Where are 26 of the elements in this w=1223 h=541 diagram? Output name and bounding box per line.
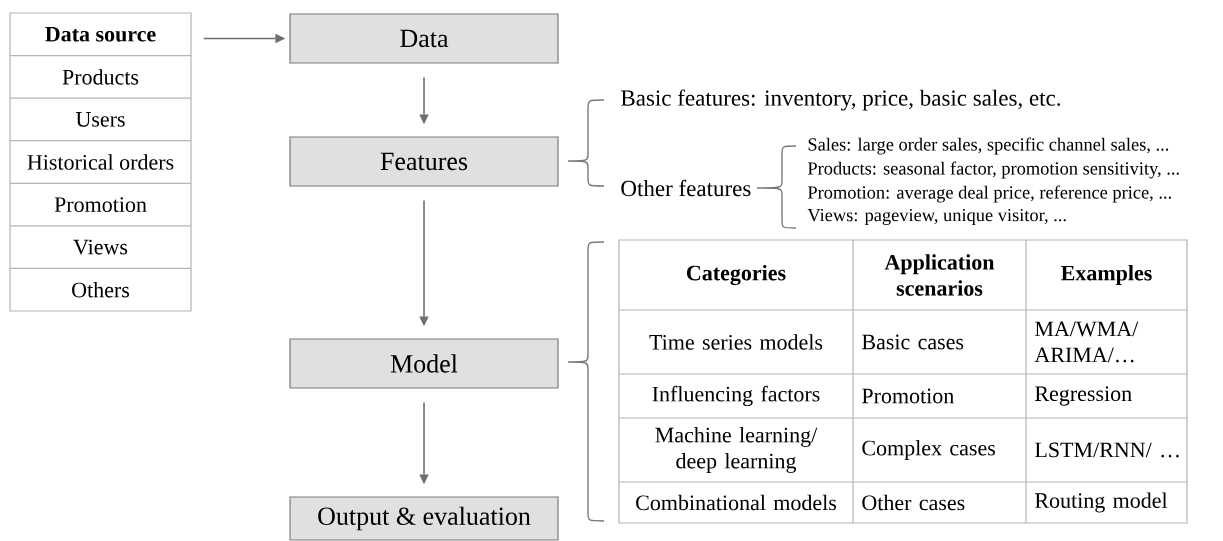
column-header: Categories (687, 264, 786, 286)
table-text: Machine learning/ deep learning (655, 427, 818, 473)
table-text: Complex cases (862, 440, 995, 460)
column-header: Application scenarios (884, 254, 995, 296)
table-text: Routing model (1035, 492, 1168, 513)
feature-text: Products: seasonal factor, promotion sensitivity, ... (807, 161, 1179, 179)
data-source-table: Data source Products Users Historical orders Promotion Views Others (9, 12, 192, 312)
table-text: LSTM/RNN/ … (1035, 442, 1179, 458)
process-box: Data (289, 13, 559, 64)
table-text: Regression (1035, 386, 1132, 406)
table-text: Basic cases (862, 334, 964, 350)
table-text: Influencing factors (652, 385, 820, 407)
feature-text: Other features (621, 179, 751, 197)
feature-text: Views: pageview, unique visitor, ... (807, 208, 1066, 226)
column-header: Examples (1061, 265, 1152, 285)
table-text: Combinational models (636, 494, 837, 511)
table-text: MA/WMA/ARIMA/… (1034, 321, 1139, 363)
feature-text: Basic features: inventory, price, basic sales, etc. (621, 89, 1060, 111)
table-text: Promotion (862, 388, 954, 404)
process-box: Features (289, 136, 559, 187)
table-text: Other cases (862, 494, 965, 511)
feature-text: Promotion: average deal price, reference price, ... (807, 185, 1171, 203)
process-box: Output & evaluation (289, 496, 559, 541)
table-text: Time series models (649, 334, 823, 350)
feature-text: Sales: large order sales, specific channel sales, ... (808, 137, 1169, 155)
process-box: Model (289, 338, 559, 389)
